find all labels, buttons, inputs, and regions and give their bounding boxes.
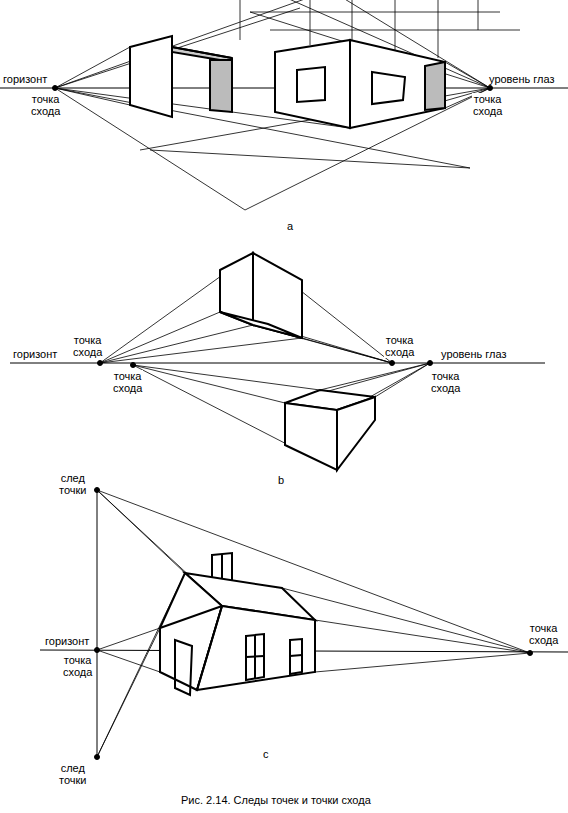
vanishing-point-label: точка схода (430, 370, 461, 394)
vanishing-point-label: точка схода (528, 622, 559, 646)
trace-point-label: след точки (58, 762, 87, 786)
eye-level-label: уровень глаз (440, 348, 508, 360)
panel-b (10, 253, 545, 470)
vanishing-point-label: точка схода (384, 334, 415, 358)
eye-level-label: уровень глаз (488, 73, 556, 85)
vanishing-point-label: точка схода (30, 93, 61, 117)
horizon-label: горизонт (44, 635, 90, 647)
panel-c (40, 488, 568, 760)
horizon-label: горизонт (12, 348, 58, 360)
vanishing-point-label: точка схода (472, 93, 503, 117)
figure-caption: Рис. 2.14. Следы точек и точки схода (180, 794, 372, 806)
vanishing-point-label: точка схода (62, 654, 93, 678)
panel-a (0, 0, 568, 210)
vanishing-point-label: точка схода (112, 370, 143, 394)
panel-letter: b (277, 474, 285, 486)
trace-point-label: след точки (58, 472, 87, 496)
panel-letter: c (262, 748, 270, 760)
horizon-label: горизонт (2, 73, 48, 85)
vanishing-point-label: точка схода (72, 334, 103, 358)
panel-letter: a (286, 220, 294, 232)
